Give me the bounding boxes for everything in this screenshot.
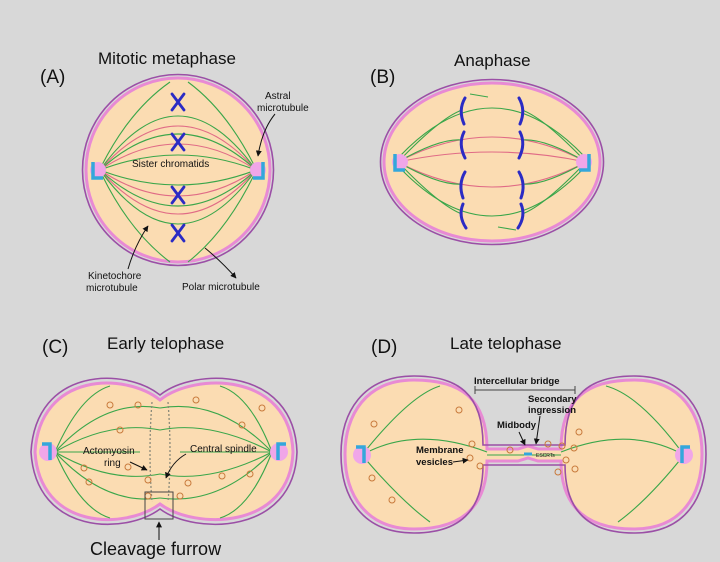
centrosome-icon bbox=[392, 154, 408, 172]
cell-b bbox=[379, 78, 605, 246]
arrow-icon bbox=[204, 247, 237, 279]
centrosome-icon bbox=[576, 154, 592, 172]
polar-microtubules-b bbox=[397, 136, 587, 188]
label-astral-1: Astral bbox=[265, 91, 291, 102]
chromosome-icon bbox=[170, 92, 186, 243]
label-actomyosin-1: Actomyosin bbox=[83, 446, 135, 457]
panel-title-a: Mitotic metaphase bbox=[98, 49, 236, 68]
centrosome-icon bbox=[353, 445, 371, 464]
panel-b: (B) Anaphase bbox=[370, 51, 605, 246]
panel-title-d: Late telophase bbox=[450, 334, 562, 353]
cell-d bbox=[340, 375, 707, 534]
cell-a bbox=[81, 73, 275, 267]
label-sister-chromatids: Sister chromatids bbox=[132, 159, 209, 170]
panel-title-b: Anaphase bbox=[454, 51, 531, 70]
centrosome-icon bbox=[270, 442, 288, 461]
arrow-icon bbox=[127, 225, 149, 270]
label-secondary-1: Secondary bbox=[528, 394, 577, 405]
label-escrt: ESCRTs bbox=[536, 453, 555, 459]
label-actomyosin-2: ring bbox=[104, 458, 121, 469]
label-polar-microtubule: Polar microtubule bbox=[182, 282, 260, 293]
actomyosin-ring bbox=[149, 401, 171, 503]
arrow-icon bbox=[255, 113, 276, 157]
panel-c: (C) Early telophase bbox=[30, 334, 298, 559]
kinetochore-microtubules-a bbox=[99, 81, 257, 263]
arrow-icon bbox=[533, 415, 541, 445]
bridge-scale-bar bbox=[474, 386, 576, 394]
panel-letter-c: (C) bbox=[42, 337, 68, 358]
vesicles-c bbox=[80, 396, 266, 500]
label-intercellular-bridge: Intercellular bridge bbox=[474, 376, 560, 387]
label-vesicles-1: Membrane bbox=[416, 445, 464, 456]
label-central-spindle: Central spindle bbox=[190, 444, 257, 455]
centrosome-icon bbox=[90, 162, 106, 180]
centrosome-icon bbox=[250, 162, 266, 180]
centrosome-icon bbox=[675, 445, 693, 464]
microtubules-d bbox=[361, 385, 685, 523]
label-kinetochore-1: Kinetochore bbox=[88, 271, 142, 282]
arrow-icon bbox=[452, 457, 469, 464]
chromosome-icon bbox=[459, 96, 525, 230]
label-kinetochore-2: microtubule bbox=[86, 283, 138, 294]
label-vesicles-2: vesicles bbox=[416, 457, 453, 468]
panel-a: (A) Mitotic metaphase bbox=[40, 49, 309, 294]
panel-d: (D) Late telophase bbox=[340, 334, 707, 534]
centrosome-icon bbox=[39, 442, 57, 461]
vesicles-d bbox=[368, 406, 583, 504]
panel-letter-d: (D) bbox=[371, 337, 397, 358]
arrow-icon bbox=[129, 461, 148, 471]
furrow-highlight-box bbox=[144, 491, 174, 520]
label-astral-2: microtubule bbox=[257, 103, 309, 114]
label-secondary-2: ingression bbox=[528, 405, 576, 416]
label-midbody: Midbody bbox=[497, 420, 537, 431]
panel-letter-b: (B) bbox=[370, 67, 395, 88]
cell-c bbox=[30, 377, 298, 526]
arrow-icon bbox=[165, 453, 187, 479]
arrow-icon bbox=[518, 431, 526, 446]
label-cleavage-furrow: Cleavage furrow bbox=[90, 539, 222, 559]
panel-title-c: Early telophase bbox=[107, 334, 224, 353]
panel-letter-a: (A) bbox=[40, 67, 65, 88]
